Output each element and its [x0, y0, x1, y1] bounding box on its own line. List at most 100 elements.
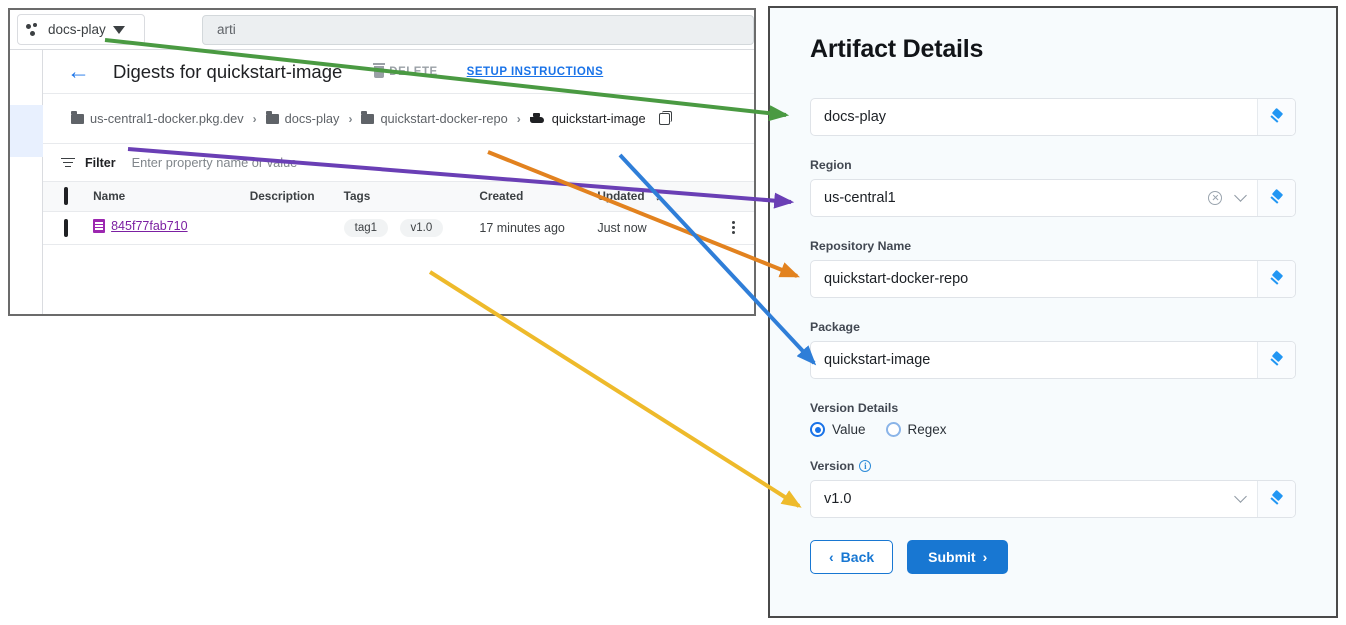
- breadcrumb-label: quickstart-image: [551, 111, 646, 126]
- package-input-row[interactable]: quickstart-image: [810, 341, 1296, 379]
- page-title: Digests for quickstart-image: [113, 60, 343, 82]
- page-header-actions: DELETE SETUP INSTRUCTIONS: [373, 62, 604, 78]
- digest-link[interactable]: 845f77fab710: [93, 219, 188, 233]
- cell-updated: Just now: [597, 211, 713, 245]
- radio-regex-icon[interactable]: [885, 422, 901, 437]
- submit-button[interactable]: Submit ›: [907, 540, 1009, 574]
- filter-input[interactable]: Enter property name or value: [131, 155, 298, 170]
- breadcrumb-separator: ›: [516, 111, 521, 126]
- breadcrumb-separator: ›: [252, 111, 257, 126]
- package-input[interactable]: quickstart-image: [824, 352, 931, 368]
- breadcrumb-item-registry[interactable]: us-central1-docker.pkg.dev: [71, 110, 244, 126]
- left-nav-rail[interactable]: [10, 50, 43, 314]
- folder-icon: [265, 110, 279, 124]
- region-adornments: [1208, 180, 1257, 216]
- folder-icon: [71, 110, 84, 124]
- clear-icon[interactable]: [1208, 191, 1222, 205]
- repository-name-label: Repository Name: [810, 239, 912, 253]
- pin-icon: [1270, 272, 1284, 286]
- console-search-input[interactable]: arti: [202, 14, 754, 45]
- filter-icon[interactable]: [61, 157, 75, 168]
- filter-label: Filter: [85, 155, 116, 170]
- submit-button-label: Submit: [928, 549, 976, 565]
- pin-project-button[interactable]: [1257, 99, 1295, 135]
- field-version-details: Version Details Value Regex: [810, 401, 1296, 437]
- digest-icon: [93, 219, 106, 233]
- chevron-right-icon: ›: [982, 549, 988, 565]
- breadcrumb-item-repository[interactable]: quickstart-docker-repo: [361, 110, 508, 126]
- digests-table: Name Description Tags Created Updated ↓: [43, 182, 754, 245]
- setup-instructions-link[interactable]: SETUP INSTRUCTIONS: [466, 65, 604, 78]
- version-label-row: Version i: [810, 459, 1296, 473]
- delete-button[interactable]: DELETE: [373, 62, 438, 78]
- pin-repository-button[interactable]: [1257, 261, 1295, 297]
- pin-icon: [1270, 492, 1284, 506]
- column-header-menu: [712, 182, 754, 212]
- column-header-description[interactable]: Description: [249, 182, 344, 212]
- cell-description: [249, 211, 344, 245]
- field-region: Region us-central1: [810, 158, 1296, 217]
- repository-name-input[interactable]: quickstart-docker-repo: [824, 271, 969, 287]
- version-details-radio-group: Value Regex: [810, 422, 1296, 437]
- column-header-updated-label: Updated: [597, 189, 645, 204]
- delete-label: DELETE: [389, 65, 438, 78]
- breadcrumb-label: us-central1-docker.pkg.dev: [90, 111, 244, 126]
- pin-region-button[interactable]: [1257, 180, 1295, 216]
- table-row[interactable]: 845f77fab710 tag1 v1.0 17 minutes ago Ju…: [43, 211, 754, 245]
- select-all-header: [43, 182, 94, 212]
- rail-active-item[interactable]: [10, 105, 43, 157]
- chevron-down-icon[interactable]: [1234, 189, 1247, 202]
- arrow-down-icon[interactable]: ↓: [654, 189, 661, 204]
- radio-option-regex[interactable]: Regex: [885, 422, 947, 437]
- pin-icon: [1270, 110, 1284, 124]
- version-input[interactable]: v1.0: [824, 491, 852, 507]
- chevron-down-icon[interactable]: [1234, 490, 1247, 503]
- column-header-created[interactable]: Created: [479, 182, 598, 212]
- cell-row-menu: [712, 211, 754, 245]
- pin-version-button[interactable]: [1257, 481, 1295, 517]
- column-header-updated[interactable]: Updated ↓: [597, 182, 713, 212]
- cloud-console-topbar: docs-play arti: [10, 10, 754, 50]
- breadcrumb-item-image[interactable]: quickstart-image: [529, 111, 646, 126]
- trash-icon: [373, 62, 386, 78]
- column-header-tags[interactable]: Tags: [343, 182, 480, 212]
- artifact-details-panel: Artifact Details docs-play Region us-cen…: [768, 6, 1338, 618]
- radio-value-icon[interactable]: [810, 422, 825, 437]
- pin-package-button[interactable]: [1257, 342, 1295, 378]
- pin-icon: [1270, 191, 1284, 205]
- project-input[interactable]: docs-play: [824, 109, 887, 125]
- row-checkbox[interactable]: [64, 218, 68, 237]
- copy-icon[interactable]: [658, 110, 672, 125]
- kebab-menu-icon[interactable]: [712, 220, 754, 235]
- table-header-row: Name Description Tags Created Updated ↓: [43, 182, 754, 212]
- pin-icon: [1270, 353, 1284, 367]
- version-adornments: [1234, 481, 1257, 517]
- console-search-value: arti: [217, 22, 236, 37]
- repository-name-input-row[interactable]: quickstart-docker-repo: [810, 260, 1296, 298]
- breadcrumb-separator: ›: [348, 111, 353, 126]
- region-input-row[interactable]: us-central1: [810, 179, 1296, 217]
- breadcrumb-label: quickstart-docker-repo: [380, 111, 508, 126]
- project-input-row[interactable]: docs-play: [810, 98, 1296, 136]
- column-header-name[interactable]: Name: [93, 182, 250, 212]
- project-selector[interactable]: docs-play: [17, 14, 145, 45]
- package-label: Package: [810, 320, 860, 334]
- artifact-registry-content: ← Digests for quickstart-image DELETE SE…: [43, 50, 754, 314]
- version-input-row[interactable]: v1.0: [810, 480, 1296, 518]
- tag-badge[interactable]: tag1: [343, 218, 389, 237]
- radio-option-value[interactable]: Value: [810, 422, 866, 437]
- region-input[interactable]: us-central1: [824, 190, 896, 206]
- back-arrow-icon[interactable]: ←: [67, 58, 90, 84]
- row-select-cell: [43, 211, 94, 245]
- breadcrumb-item-project[interactable]: docs-play: [265, 110, 339, 126]
- field-project: docs-play: [810, 98, 1296, 136]
- back-button[interactable]: ‹ Back: [810, 540, 894, 574]
- caret-down-icon[interactable]: [112, 25, 125, 34]
- filter-bar: Filter Enter property name or value: [43, 144, 754, 182]
- form-title: Artifact Details: [810, 35, 984, 63]
- select-all-checkbox[interactable]: [64, 187, 68, 206]
- info-icon[interactable]: i: [859, 460, 872, 472]
- cell-name: 845f77fab710: [93, 211, 250, 245]
- tag-badge[interactable]: v1.0: [399, 218, 444, 237]
